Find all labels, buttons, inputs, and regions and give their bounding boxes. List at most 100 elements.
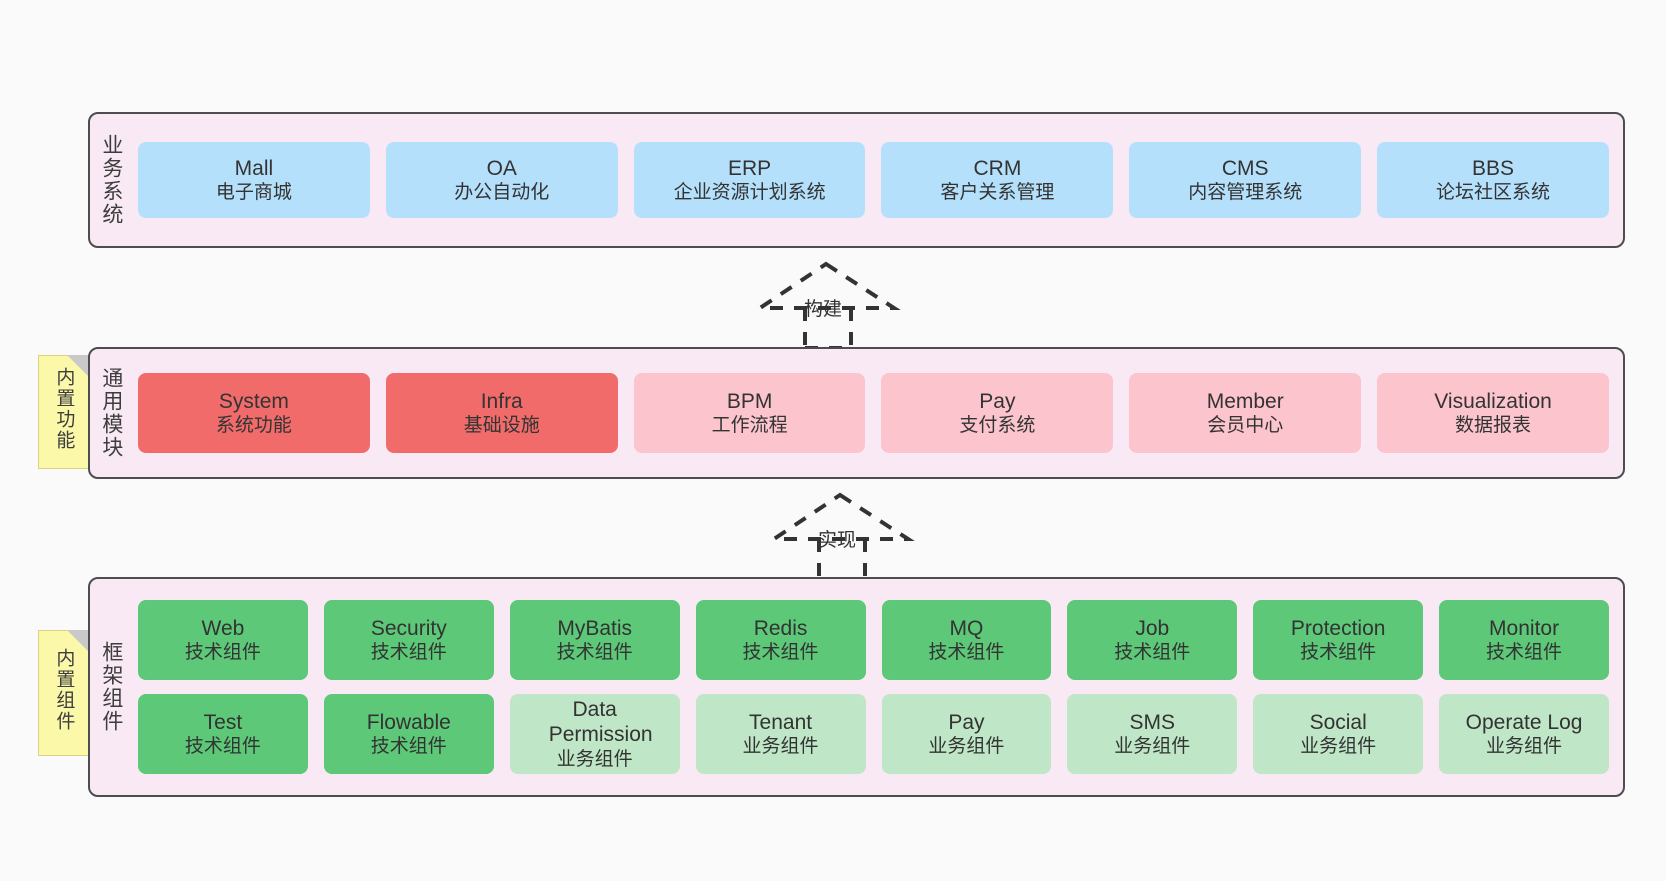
node-subtitle: 企业资源计划系统 [673, 182, 826, 204]
node-crm[interactable]: CRM 客户关系管理 [881, 142, 1114, 218]
node-title: BPM [726, 389, 773, 413]
node-subtitle: 业务组件 [1486, 736, 1563, 758]
connector-label-build: 构建 [804, 299, 843, 320]
node-subtitle: 技术组件 [184, 736, 261, 758]
node-title: Social [1309, 710, 1367, 734]
node-pay-component[interactable]: Pay 业务组件 [881, 694, 1052, 774]
node-web[interactable]: Web 技术组件 [138, 600, 308, 680]
node-subtitle: 技术组件 [370, 736, 447, 758]
node-title: Data Permission [548, 697, 653, 747]
node-mybatis[interactable]: MyBatis 技术组件 [509, 600, 680, 680]
layer-body-business-system: Mall 电子商城 OA 办公自动化 ERP 企业资源计划系统 CRM 客户关系… [132, 114, 1623, 246]
node-subtitle: 基础设施 [463, 415, 540, 437]
node-pay[interactable]: Pay 支付系统 [881, 373, 1114, 453]
node-bpm[interactable]: BPM 工作流程 [633, 373, 866, 453]
node-title: BBS [1472, 156, 1515, 180]
layer-body-common-module: System 系统功能 Infra 基础设施 BPM 工作流程 Pay 支付系统… [132, 349, 1623, 477]
connector-label-implement: 实现 [818, 530, 857, 551]
node-job[interactable]: Job 技术组件 [1067, 600, 1238, 680]
layer-title-framework-component: 框架组件 [99, 641, 123, 733]
node-title: OA [486, 156, 517, 180]
node-subtitle: 业务组件 [742, 736, 819, 758]
node-subtitle: 业务组件 [556, 749, 633, 771]
node-title: Monitor [1489, 616, 1560, 640]
node-mall[interactable]: Mall 电子商城 [138, 142, 370, 218]
node-subtitle: 技术组件 [556, 642, 633, 664]
node-operate-log[interactable]: Operate Log 业务组件 [1439, 694, 1609, 774]
node-infra[interactable]: Infra 基础设施 [385, 373, 618, 453]
node-sms[interactable]: SMS 业务组件 [1067, 694, 1238, 774]
node-title: Pay [979, 389, 1016, 413]
node-title: Pay [948, 710, 985, 734]
node-monitor[interactable]: Monitor 技术组件 [1439, 600, 1609, 680]
node-tenant[interactable]: Tenant 业务组件 [695, 694, 866, 774]
node-visualization[interactable]: Visualization 数据报表 [1377, 373, 1609, 453]
node-title: Web [201, 616, 245, 640]
node-title: Job [1135, 616, 1170, 640]
node-subtitle: 技术组件 [1114, 642, 1191, 664]
node-title: System [218, 389, 289, 413]
node-system[interactable]: System 系统功能 [138, 373, 370, 453]
layer-title-business-system: 业务系统 [99, 134, 123, 226]
node-social[interactable]: Social 业务组件 [1253, 694, 1424, 774]
note-text: 内置组件 [53, 648, 75, 732]
node-erp[interactable]: ERP 企业资源计划系统 [633, 142, 866, 218]
node-oa[interactable]: OA 办公自动化 [385, 142, 618, 218]
node-title: Operate Log [1465, 710, 1583, 734]
node-subtitle: 内容管理系统 [1188, 182, 1303, 204]
node-subtitle: 技术组件 [184, 642, 261, 664]
node-row: Web 技术组件 Security 技术组件 MyBatis 技术组件 Redi… [138, 600, 1609, 680]
connector-implement: 实现 [767, 489, 915, 581]
node-subtitle: 业务组件 [1114, 736, 1191, 758]
layer-title-common-module: 通用模块 [99, 367, 123, 459]
node-title: MQ [949, 616, 984, 640]
node-subtitle: 客户关系管理 [940, 182, 1055, 204]
layer-business-system: 业务系统 Mall 电子商城 OA 办公自动化 ERP 企业资源计划系统 CRM… [88, 112, 1625, 248]
node-subtitle: 支付系统 [959, 415, 1036, 437]
node-title: Redis [753, 616, 808, 640]
connector-build: 构建 [753, 258, 901, 350]
node-title: Visualization [1434, 389, 1552, 413]
node-security[interactable]: Security 技术组件 [323, 600, 494, 680]
node-title: Tenant [749, 710, 813, 734]
node-title: ERP [727, 156, 772, 180]
node-subtitle: 技术组件 [1300, 642, 1377, 664]
node-member[interactable]: Member 会员中心 [1129, 373, 1362, 453]
node-row: System 系统功能 Infra 基础设施 BPM 工作流程 Pay 支付系统… [138, 373, 1609, 453]
layer-framework-component: 框架组件 Web 技术组件 Security 技术组件 MyBatis 技术组件… [88, 577, 1625, 797]
node-subtitle: 电子商城 [215, 182, 292, 204]
node-subtitle: 业务组件 [1300, 736, 1377, 758]
node-flowable[interactable]: Flowable 技术组件 [323, 694, 494, 774]
layer-common-module: 通用模块 System 系统功能 Infra 基础设施 BPM 工作流程 Pay… [88, 347, 1625, 479]
node-title: Mall [234, 156, 274, 180]
node-title: Security [370, 616, 447, 640]
node-data-permission[interactable]: Data Permission 业务组件 [509, 694, 680, 774]
node-subtitle: 会员中心 [1207, 415, 1284, 437]
node-title: Flowable [366, 710, 451, 734]
node-subtitle: 办公自动化 [454, 182, 550, 204]
node-redis[interactable]: Redis 技术组件 [695, 600, 866, 680]
node-subtitle: 技术组件 [742, 642, 819, 664]
node-subtitle: 技术组件 [370, 642, 447, 664]
node-bbs[interactable]: BBS 论坛社区系统 [1377, 142, 1609, 218]
node-title: Infra [480, 389, 523, 413]
node-protection[interactable]: Protection 技术组件 [1253, 600, 1424, 680]
node-title: Member [1206, 389, 1284, 413]
node-title: SMS [1129, 710, 1176, 734]
node-mq[interactable]: MQ 技术组件 [881, 600, 1052, 680]
node-title: Test [203, 710, 243, 734]
node-subtitle: 业务组件 [928, 736, 1005, 758]
node-title: Protection [1290, 616, 1386, 640]
node-title: CMS [1221, 156, 1269, 180]
node-subtitle: 数据报表 [1455, 415, 1532, 437]
node-title: CRM [973, 156, 1022, 180]
note-text: 内置功能 [53, 367, 75, 451]
note-builtin-function: 内置功能 [38, 355, 89, 469]
node-subtitle: 技术组件 [1486, 642, 1563, 664]
note-builtin-component: 内置组件 [38, 630, 89, 756]
layer-body-framework-component: Web 技术组件 Security 技术组件 MyBatis 技术组件 Redi… [132, 579, 1623, 795]
node-cms[interactable]: CMS 内容管理系统 [1129, 142, 1362, 218]
node-test[interactable]: Test 技术组件 [138, 694, 308, 774]
node-subtitle: 系统功能 [215, 415, 292, 437]
